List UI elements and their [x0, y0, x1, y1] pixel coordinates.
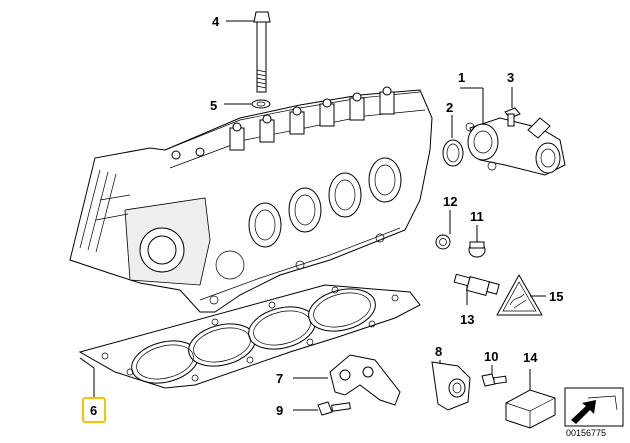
flange-bolt-illustration: [504, 107, 521, 127]
part-label-11[interactable]: 11: [470, 209, 484, 224]
part-label-9[interactable]: 9: [276, 403, 283, 418]
parts-box-illustration: [505, 389, 556, 429]
part-label-14[interactable]: 14: [523, 350, 538, 365]
o-ring-illustration: [442, 139, 464, 167]
orientation-icon: [564, 387, 624, 427]
diagram-id-number: 00156775: [566, 428, 607, 438]
part-label-7[interactable]: 7: [276, 371, 283, 386]
part-labels: 4 5 1 3 2 12 11 13 15 8 10 14 7 9 6: [82, 14, 563, 423]
part-label-1[interactable]: 1: [458, 70, 465, 85]
seal-ring-illustration: [435, 234, 451, 250]
leader-lines: [79, 20, 546, 411]
cylinder-head-illustration: [69, 86, 433, 313]
head-bolt-illustration: [253, 11, 271, 93]
part-label-2[interactable]: 2: [446, 100, 453, 115]
part-label-10[interactable]: 10: [484, 349, 498, 364]
temperature-sensor-illustration: [453, 273, 500, 296]
screw-plug-illustration: [468, 241, 486, 258]
part-label-12[interactable]: 12: [443, 194, 457, 209]
part-label-15[interactable]: 15: [549, 289, 563, 304]
part-label-3[interactable]: 3: [507, 70, 514, 85]
plate-bolt-illustration: [481, 373, 507, 387]
mounting-plate-illustration: [431, 361, 471, 411]
part-label-4[interactable]: 4: [212, 14, 220, 29]
part-label-8[interactable]: 8: [435, 344, 442, 359]
bracket-illustration: [329, 354, 401, 406]
head-gasket-illustration: [78, 284, 421, 389]
coolant-flange-illustration: [465, 117, 566, 176]
part-label-5[interactable]: 5: [210, 98, 217, 113]
warning-label-illustration: [496, 274, 543, 316]
part-label-13[interactable]: 13: [460, 312, 474, 327]
washer-illustration: [251, 99, 271, 109]
selected-part-highlight: [82, 397, 106, 423]
bracket-bolt-illustration: [317, 401, 351, 416]
part-label-6[interactable]: 6: [90, 403, 97, 418]
